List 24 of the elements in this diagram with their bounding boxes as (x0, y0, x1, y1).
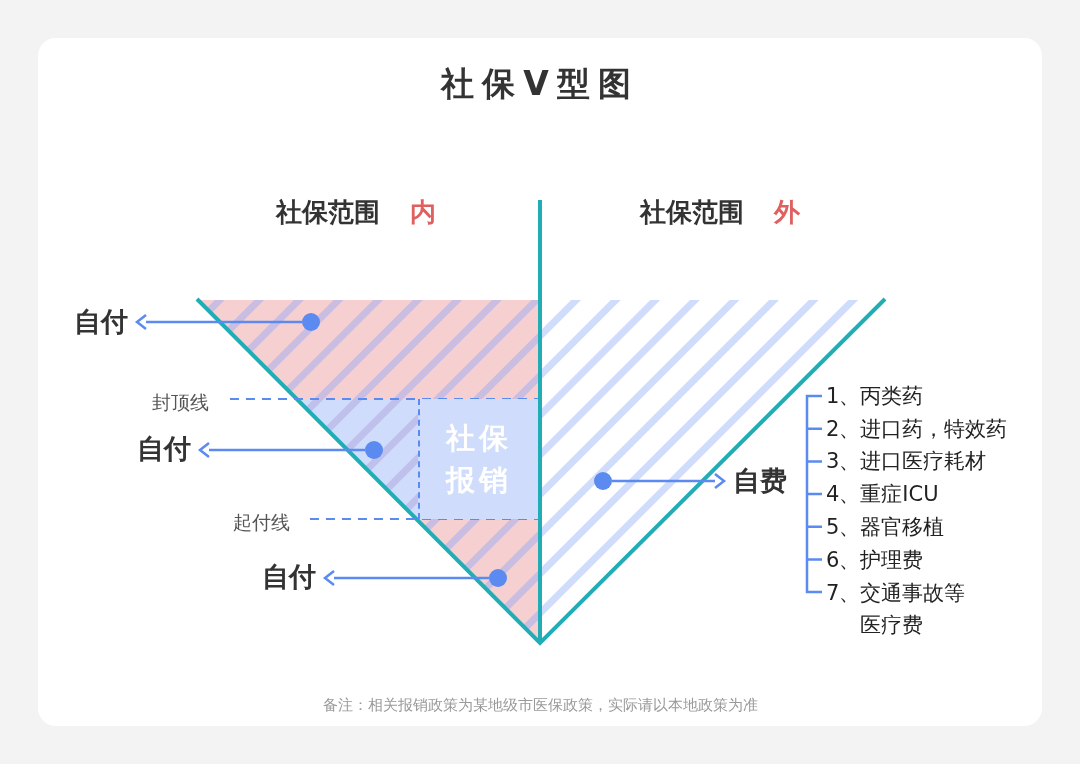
list-item: 5、器官移植 (826, 513, 945, 541)
threshold-label: 起付线 (233, 510, 290, 535)
arrow (198, 441, 365, 459)
list-item: 4、重症ICU (826, 481, 939, 509)
arrow (323, 569, 489, 587)
title: 社保V型图 (439, 63, 640, 105)
section-heading: 社保范围 (276, 197, 380, 227)
list-item: 7、交通事故等医疗费 (826, 580, 967, 640)
pay-label: 自费 (727, 464, 793, 498)
heading-accent: 外 (774, 197, 800, 227)
pay-label: 自付 (68, 305, 134, 339)
arrow (612, 472, 726, 490)
footnote: 备注：相关报销政策为某地级市医保政策，实际请以本地政策为准 (321, 695, 759, 716)
arrow (135, 313, 302, 331)
section-heading: 社保范围 (640, 197, 744, 227)
list-item: 6、护理费 (826, 546, 924, 574)
list-item: 3、进口医疗耗材 (826, 448, 987, 476)
list-item: 1、丙类药 (826, 383, 924, 410)
list-item: 2、进口药，特效药 (826, 415, 1008, 443)
pay-label: 自付 (256, 560, 322, 594)
threshold-label: 封顶线 (152, 390, 209, 415)
reimbursement-box (418, 399, 538, 519)
heading-accent: 内 (410, 197, 436, 227)
pay-label: 自付 (131, 432, 197, 466)
